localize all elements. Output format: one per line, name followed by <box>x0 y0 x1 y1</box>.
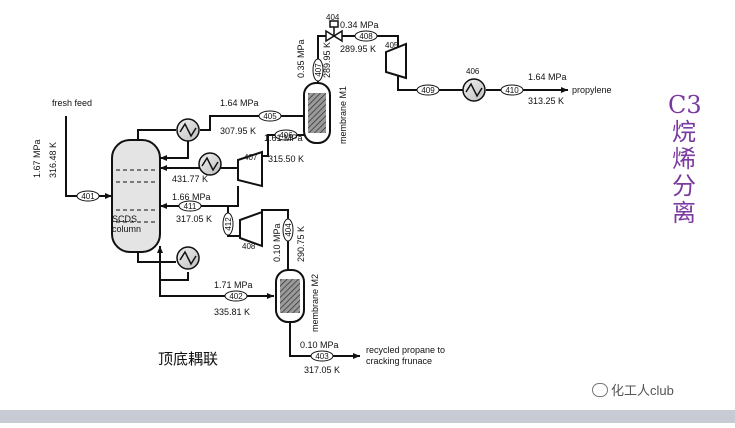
tag-409: 409 <box>416 84 440 96</box>
propylene-label: propylene <box>572 85 612 95</box>
s406-temp: 315.50 K <box>268 154 304 164</box>
reflux-temp: 431.77 K <box>172 174 208 184</box>
feed-pressure-label: 1.67 MPa <box>32 139 42 178</box>
membrane-m2-label: membrane M2 <box>310 274 320 332</box>
column-label-line1: SCDS <box>112 214 137 224</box>
title-char-c3: C3 <box>668 91 702 119</box>
tag-412: 412 <box>222 212 234 236</box>
unit-406-label: 406 <box>466 67 480 76</box>
s403-temp: 317.05 K <box>304 365 340 375</box>
unit-407-label: 407 <box>244 153 258 162</box>
watermark-text: 化工人club <box>611 383 674 398</box>
membrane-m2 <box>275 269 305 323</box>
unit-labels: 404 405 406 407 408 <box>242 13 480 251</box>
membrane-m1-label: membrane M1 <box>338 86 348 144</box>
fresh-feed-label: fresh feed <box>52 98 92 108</box>
compressor-407 <box>237 150 263 188</box>
stream-tags: 401 402 403 404 405 406 407 408 409 410 … <box>76 30 524 362</box>
vertical-title: C3 烷 烯 分 离 <box>668 91 702 227</box>
scds-column <box>111 139 161 253</box>
feed-temp-label: 316.48 K <box>48 142 58 178</box>
tag-409-text: 409 <box>421 86 435 95</box>
valve-404 <box>325 20 343 43</box>
recycled-label-line2: cracking frunace <box>366 356 432 366</box>
tag-411: 411 <box>178 200 202 212</box>
recycled-label-line1: recycled propane to <box>366 345 445 355</box>
reboiler-hx <box>176 246 200 270</box>
s405-pressure: 1.64 MPa <box>220 98 259 108</box>
tag-403: 403 <box>310 350 334 362</box>
tag-403-text: 403 <box>315 352 329 361</box>
tag-411-text: 411 <box>184 202 197 211</box>
s403-pressure: 0.10 MPa <box>300 340 339 350</box>
compressor-405 <box>385 42 407 80</box>
s410-pressure: 1.64 MPa <box>528 72 567 82</box>
compressor-408 <box>239 210 263 248</box>
column-label-line2: column <box>112 224 141 234</box>
condition-labels: fresh feed 1.67 MPa 316.48 K SCDS column… <box>32 20 612 375</box>
s410-temp: 313.25 K <box>528 96 564 106</box>
s407-pressure: 0.35 MPa <box>296 39 306 78</box>
s404-pressure: 0.10 MPa <box>272 223 282 262</box>
tag-406: 406 <box>274 129 298 141</box>
tag-401-text: 401 <box>81 192 95 201</box>
unit-408-label: 408 <box>242 242 256 251</box>
tag-404-text: 404 <box>284 223 293 237</box>
tag-408: 408 <box>354 30 378 42</box>
tag-404: 404 <box>282 218 294 242</box>
s405-temp: 307.95 K <box>220 126 256 136</box>
tag-402: 402 <box>224 290 248 302</box>
tag-405: 405 <box>258 110 282 122</box>
s408-pressure: 0.34 MPa <box>340 20 379 30</box>
tag-405-text: 405 <box>263 112 277 121</box>
title-char-4: 离 <box>672 199 696 227</box>
tag-412-text: 412 <box>224 217 233 231</box>
s402-pressure: 1.71 MPa <box>214 280 253 290</box>
condenser-hx <box>176 118 200 142</box>
product-hx-406 <box>462 78 486 102</box>
s404-temp: 290.75 K <box>296 226 306 262</box>
title-char-2: 烯 <box>672 145 696 173</box>
s408-temp: 289.95 K <box>340 44 376 54</box>
unit-404-label: 404 <box>326 13 340 22</box>
title-char-1: 烷 <box>672 118 696 146</box>
heater-hx <box>198 152 222 176</box>
s411-temp: 317.05 K <box>176 214 212 224</box>
s406-pressure: 1.61 MPa <box>264 133 303 143</box>
s411-pressure: 1.66 MPa <box>172 192 211 202</box>
diagram-caption: 顶底耦联 <box>158 350 219 368</box>
bottom-bar <box>0 410 735 423</box>
s402-temp: 335.81 K <box>214 307 250 317</box>
tag-401: 401 <box>76 190 100 202</box>
watermark: 化工人club <box>592 380 674 399</box>
tag-407: 407 <box>312 58 324 82</box>
title-char-3: 分 <box>672 172 696 200</box>
s407-temp: 289.95 K <box>322 42 332 78</box>
unit-405-label: 405 <box>385 41 399 50</box>
tag-406-text: 406 <box>279 131 293 140</box>
tag-402-text: 402 <box>229 292 243 301</box>
wechat-icon <box>592 383 608 397</box>
tag-410-text: 410 <box>505 86 519 95</box>
membrane-m1 <box>303 82 331 144</box>
tag-408-text: 408 <box>359 32 373 41</box>
tag-407-text: 407 <box>314 63 323 77</box>
tag-410: 410 <box>500 84 524 96</box>
